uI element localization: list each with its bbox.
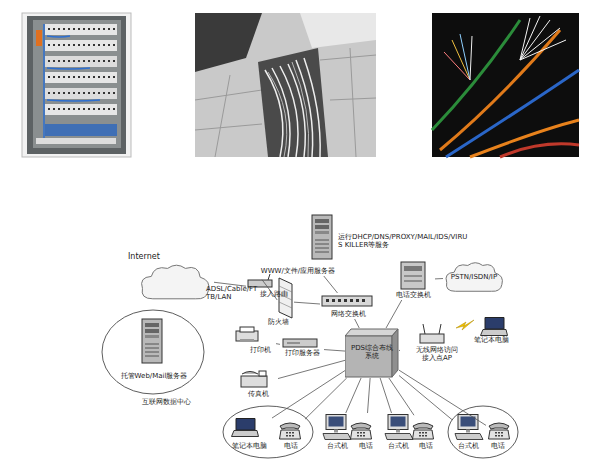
- box-top: [345, 329, 398, 336]
- phone-node: 电话: [486, 413, 510, 453]
- pbx-node: 电话交换机: [391, 260, 435, 300]
- server-node: 托管Web/Mail服务器: [112, 316, 196, 386]
- node-label: 无线网络访问接入点AP: [415, 346, 459, 362]
- node-outline: [138, 262, 212, 302]
- connector-line: [294, 302, 320, 304]
- connector-line: [346, 378, 361, 413]
- annotation-text: 运行DHCP/DNS/PROXY/MAIL/IDS/VIRUS KILLER等服…: [338, 233, 470, 249]
- fax-node: 传真机: [238, 368, 278, 400]
- node-label: Internet: [128, 252, 168, 261]
- desktop-node: 台式机: [382, 413, 414, 453]
- connector-line: [368, 378, 371, 413]
- node-label: 台式机: [452, 442, 484, 450]
- node-label: 托管Web/Mail服务器: [112, 372, 196, 380]
- laptop-node: 笔记本电脑: [466, 315, 516, 345]
- connector-line: [380, 378, 391, 413]
- node-label: 电话: [277, 442, 305, 450]
- node-label: 网络交换机: [320, 310, 376, 318]
- connector-line: [278, 360, 345, 378]
- internet-cloud: Internet: [128, 250, 214, 304]
- firewall-node: 防火墙: [262, 276, 294, 326]
- connector-line: [305, 378, 347, 419]
- pstn-cloud: PSTN/ISDN/IP: [443, 260, 505, 294]
- node-label: 笔记本电脑: [466, 336, 516, 344]
- connector-line: [399, 370, 486, 425]
- node-outline: [101, 309, 205, 395]
- connector-line: [386, 300, 402, 328]
- phone-node: 电话: [277, 413, 305, 453]
- node-label: PDS综合布线系统: [350, 344, 394, 360]
- node-label: 打印服务器: [280, 349, 324, 357]
- connector-line: [324, 350, 345, 352]
- node-label: 防火墙: [262, 318, 294, 326]
- connector-line: [399, 350, 400, 351]
- phone-node: 电话: [414, 413, 438, 453]
- node-label: 打印机: [244, 346, 276, 354]
- switch-node: 网络交换机: [320, 293, 376, 319]
- edge-label: ADSL/Cable/FTTB/LAN: [206, 285, 258, 301]
- cloud-shape: [142, 265, 209, 299]
- connector-line: [399, 376, 452, 420]
- printer-node: 打印机: [232, 325, 276, 355]
- node-label: 传真机: [238, 390, 278, 398]
- ellipse-shape: [102, 310, 204, 394]
- connector-line: [435, 278, 443, 279]
- connector-line: [276, 343, 280, 345]
- phone-node: 电话: [354, 413, 378, 453]
- node-label: PSTN/ISDN/IP: [447, 273, 501, 281]
- cabling-box: PDS综合布线系统: [345, 328, 399, 378]
- node-label: 笔记本电脑: [226, 442, 272, 450]
- desktop-node: 台式机: [452, 413, 484, 453]
- node-label: 电话交换机: [391, 291, 435, 299]
- connector-line: [272, 371, 345, 418]
- connector-line: [389, 378, 414, 415]
- access-point-node: 无线网络访问接入点AP: [400, 323, 474, 371]
- data-center-ellipse: 互联网数据中心 托管Web/Mail服务器: [100, 308, 206, 408]
- node-label: 互联网数据中心: [126, 398, 206, 406]
- connector-line: [324, 276, 338, 293]
- laptop-node: 笔记本电脑: [226, 413, 272, 453]
- print-server-node: 打印服务器: [280, 337, 324, 359]
- node-label: 电话: [354, 442, 378, 450]
- node-label: WWW/文件/应用服务器: [258, 267, 338, 275]
- desktop-node: 台式机: [320, 413, 354, 453]
- server-node: WWW/文件/应用服务器: [258, 212, 338, 276]
- box-side: [392, 329, 398, 377]
- node-label: 接入路由: [256, 290, 292, 298]
- node-label: 电话: [486, 442, 510, 450]
- cloud-shape: [446, 263, 502, 292]
- node-label: 台式机: [320, 442, 354, 450]
- node-label: 台式机: [382, 442, 414, 450]
- node-label: 电话: [414, 442, 438, 450]
- connector-line: [355, 319, 360, 328]
